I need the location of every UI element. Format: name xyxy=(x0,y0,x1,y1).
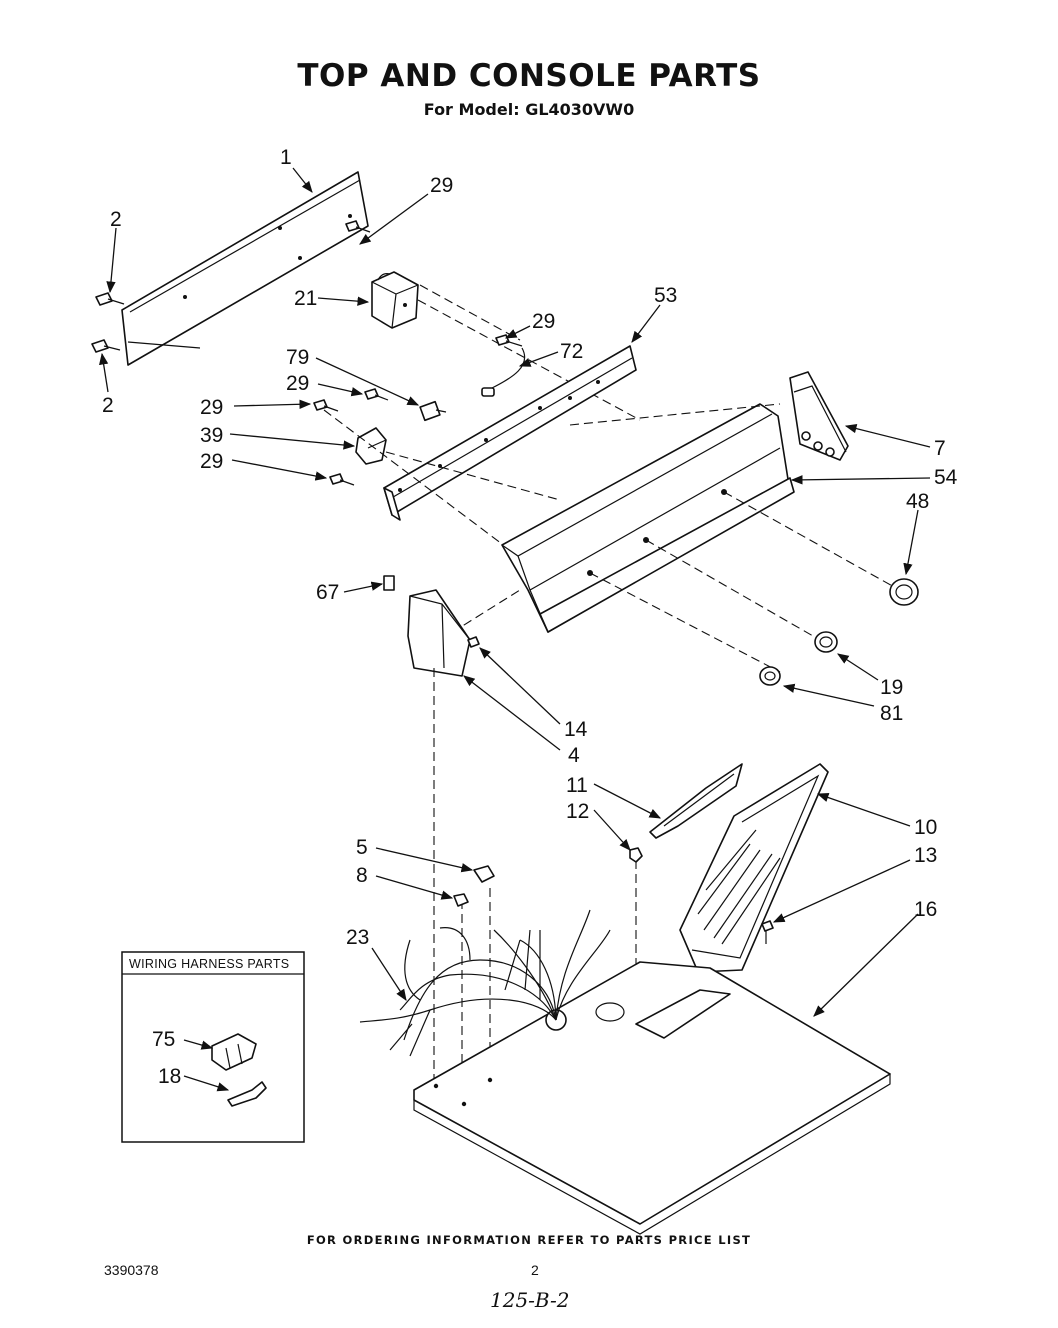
part-10-lint-screen xyxy=(679,763,829,973)
part-2-screw-upper xyxy=(95,292,125,306)
callout-54: 54 xyxy=(934,466,958,489)
callout-29-e: 29 xyxy=(200,450,223,473)
callout-23: 23 xyxy=(346,926,369,949)
part-23-wiring-harness xyxy=(359,909,611,1057)
page-title: TOP AND CONSOLE PARTS xyxy=(297,58,761,94)
callout-8: 8 xyxy=(356,864,368,887)
part-29-screw-c xyxy=(364,388,389,401)
callout-67: 67 xyxy=(316,581,339,604)
callout-5: 5 xyxy=(356,836,368,859)
callout-21: 21 xyxy=(294,287,317,310)
part-13-screw xyxy=(761,920,774,944)
part-11-lint-screen-cover xyxy=(649,763,743,839)
callout-2-lower: 2 xyxy=(102,394,114,417)
part-72-wire-lead xyxy=(481,347,526,397)
document-number: 3390378 xyxy=(104,1262,159,1278)
callout-72: 72 xyxy=(560,340,583,363)
callout-81: 81 xyxy=(880,702,903,725)
callout-1: 1 xyxy=(280,146,292,169)
callout-29-b: 29 xyxy=(532,310,555,333)
part-12-clip xyxy=(629,847,643,863)
callout-12: 12 xyxy=(566,800,589,823)
callout-labels: 1 2 2 29 21 53 29 72 79 29 29 39 29 7 54… xyxy=(102,146,958,1088)
callout-53: 53 xyxy=(654,284,677,307)
part-79-switch xyxy=(419,400,447,422)
part-4-end-cap xyxy=(407,589,471,677)
part-19-knob xyxy=(814,631,838,653)
part-75-connector xyxy=(211,1033,257,1071)
inset-title: WIRING HARNESS PARTS xyxy=(129,957,289,971)
part-8-clip xyxy=(453,893,469,907)
callout-4: 4 xyxy=(568,744,580,767)
callout-48: 48 xyxy=(906,490,929,513)
part-67-clip xyxy=(383,575,395,591)
part-48-knob xyxy=(889,578,919,606)
callout-19: 19 xyxy=(880,676,903,699)
page-number: 2 xyxy=(531,1262,539,1278)
part-14-screw xyxy=(467,636,480,648)
callout-18: 18 xyxy=(158,1065,181,1088)
callout-29-d: 29 xyxy=(200,396,223,419)
part-29-screw-e xyxy=(329,473,355,486)
callout-75: 75 xyxy=(152,1028,175,1051)
part-18-terminal xyxy=(227,1081,267,1107)
part-81-knob xyxy=(759,666,781,686)
callout-10: 10 xyxy=(914,816,937,839)
callout-29-c: 29 xyxy=(286,372,309,395)
part-53-console-bracket xyxy=(383,345,637,521)
callout-13: 13 xyxy=(914,844,937,867)
callout-16: 16 xyxy=(914,898,937,921)
part-29-screw-d xyxy=(313,399,339,412)
callout-29-a: 29 xyxy=(430,174,453,197)
wiring-harness-parts-inset: WIRING HARNESS PARTS xyxy=(121,951,305,1143)
callout-79: 79 xyxy=(286,346,309,369)
handwritten-note: 125-B-2 xyxy=(490,1288,570,1312)
callout-2-upper: 2 xyxy=(110,208,122,231)
part-21-timer xyxy=(371,271,419,329)
callout-39: 39 xyxy=(200,424,223,447)
ordering-note: FOR ORDERING INFORMATION REFER TO PARTS … xyxy=(306,1233,752,1247)
callout-11: 11 xyxy=(566,774,588,797)
callout-leaders xyxy=(99,167,931,1092)
part-1-rear-panel xyxy=(121,171,369,366)
part-7-end-cap xyxy=(789,371,849,461)
part-54-console-panel xyxy=(501,403,795,633)
callout-14: 14 xyxy=(564,718,588,741)
part-29-screw-a xyxy=(345,220,371,233)
part-5-clip xyxy=(473,865,495,883)
model-subtitle: For Model: GL4030VW0 xyxy=(423,100,635,119)
part-2-screw-lower xyxy=(91,339,121,353)
part-16-top-cover xyxy=(413,961,891,1235)
callout-7: 7 xyxy=(934,437,946,460)
